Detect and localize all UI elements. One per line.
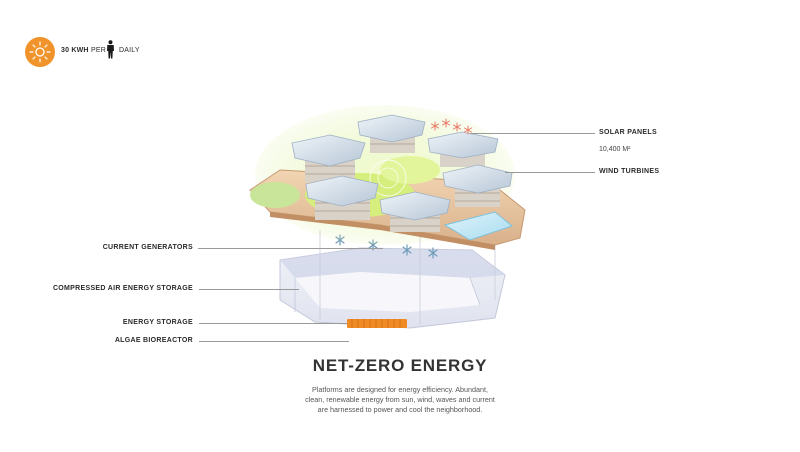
energy-period: DAILY [119,47,140,54]
algae-bioreactor-label: ALGAE BIOREACTOR [114,337,193,344]
energy-storage-label: ENERGY STORAGE [122,319,193,326]
sun-badge [25,37,55,67]
person-icon [107,40,114,59]
algae-bioreactor-leader [199,341,349,342]
pool [443,211,514,241]
wind-turbine-icons [431,118,472,135]
description-line-2: clean, renewable energy from sun, wind, … [305,395,495,404]
wind-turbines-label: WIND TURBINES [599,168,660,175]
compressed-air-label: COMPRESSED AIR ENERGY STORAGE [52,285,193,292]
solar-panels-leader [470,133,595,134]
wind-turbines-leader [505,172,595,173]
current-generators-leader [198,248,383,249]
solar-canopies [291,114,513,232]
description-line-3: are harnessed to power and cool the neig… [317,405,483,414]
underwater-basin [279,247,506,329]
description-line-1: Platforms are designed for energy effici… [312,385,488,394]
energy-storage-leader [199,323,347,324]
energy-amount: 30 KWH [61,47,89,54]
solar-panels-area: 10,400 M² [599,146,631,153]
page-title: NET-ZERO ENERGY [312,356,488,375]
net-zero-platform-illustration [249,105,526,329]
current-generators-label: CURRENT GENERATORS [102,244,193,251]
algae-bioreactor [347,319,407,328]
sun-icon [29,41,51,63]
solar-panels-label: SOLAR PANELS [599,129,657,136]
compressed-air-leader [199,289,299,290]
energy-per: PER [91,47,106,54]
